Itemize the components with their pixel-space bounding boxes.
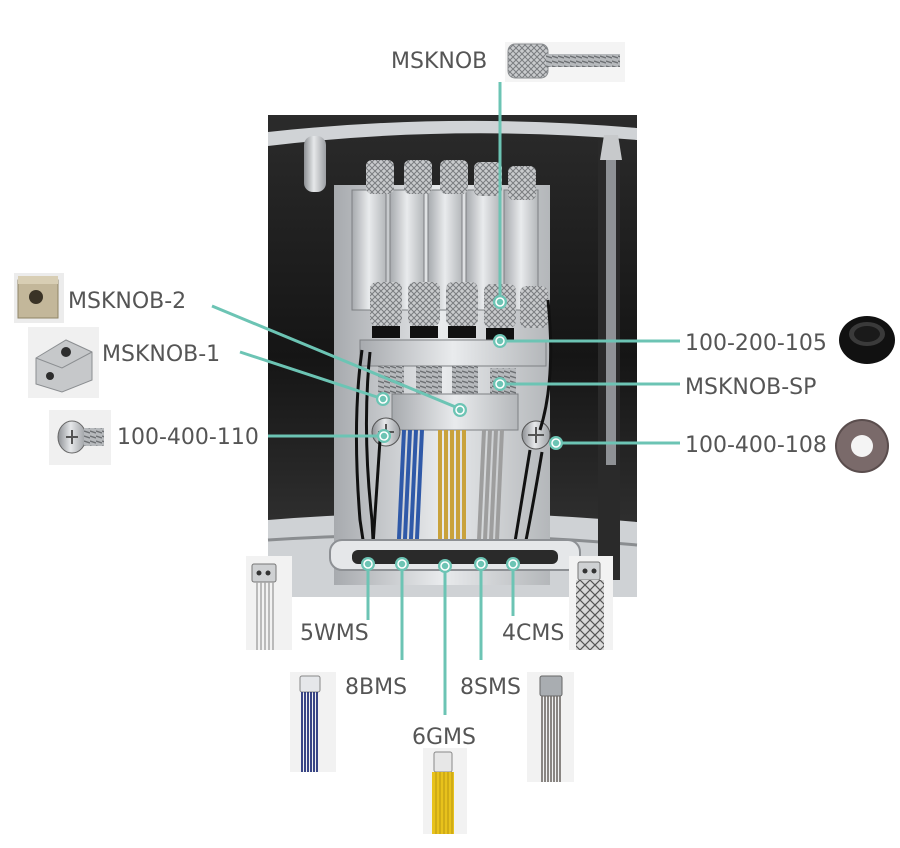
brass-block-icon [14, 273, 64, 323]
label-msknob: MSKNOB [391, 49, 487, 74]
label-100-400-110: 100-400-110 [117, 425, 259, 450]
blue-wire-icon [290, 672, 336, 772]
label-6gms: 6GMS [412, 725, 476, 750]
label-5wms: 5WMS [300, 621, 369, 646]
label-4cms: 4CMS [502, 621, 564, 646]
lower-knob-row [370, 282, 548, 328]
bridge-photo-icon [267, 115, 638, 597]
top-knob-row [366, 160, 536, 200]
round-head-screw-icon [49, 410, 111, 465]
washer-icon [835, 419, 889, 473]
black-ring-row [372, 326, 514, 340]
label-100-200-105: 100-200-105 [685, 331, 827, 356]
label-msknob-sp: MSKNOB-SP [685, 375, 816, 400]
white-wire-icon [246, 556, 292, 650]
label-8sms: 8SMS [460, 675, 521, 700]
yellow-wire-icon [423, 748, 467, 834]
label-8bms: 8BMS [345, 675, 407, 700]
braided-wire-icon [569, 556, 613, 650]
rubber-ring-icon [839, 316, 895, 364]
leader-lines [211, 82, 680, 715]
label-100-400-108: 100-400-108 [685, 433, 827, 458]
label-msknob-1: MSKNOB-1 [102, 342, 220, 367]
thumb-screw-icon [505, 42, 625, 82]
silver-wire-icon [527, 672, 574, 782]
steel-block-icon [28, 327, 99, 398]
label-msknob-2: MSKNOB-2 [68, 289, 186, 314]
